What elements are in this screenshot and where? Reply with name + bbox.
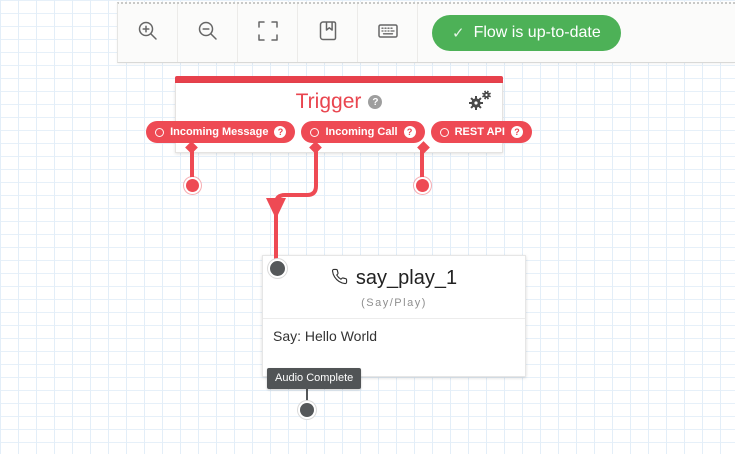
connector-circle-icon [439, 127, 449, 137]
zoom-out-button[interactable] [178, 4, 238, 62]
connector-circle-icon [155, 127, 165, 137]
phone-icon [331, 268, 348, 290]
fit-view-button[interactable] [238, 4, 298, 62]
flow-status-button[interactable]: ✓ Flow is up-to-date [432, 15, 621, 51]
trigger-rest-api-pill[interactable]: REST API ? [430, 121, 532, 143]
keyboard-shortcuts-button[interactable] [358, 4, 418, 62]
audio-complete-label: Audio Complete [267, 368, 362, 389]
settings-gears-icon[interactable] [467, 89, 493, 118]
trigger-title: Trigger [295, 90, 362, 113]
incoming-message-port[interactable] [185, 178, 199, 192]
widget-title: say_play_1 [355, 267, 458, 289]
zoom-in-icon [136, 19, 160, 48]
canvas-toolbar: ✓ Flow is up-to-date [117, 2, 735, 63]
fit-view-icon [256, 19, 280, 48]
divider [263, 318, 525, 319]
trigger-widget[interactable]: Trigger ? [146, 83, 532, 153]
help-icon[interactable]: ? [510, 126, 523, 138]
zoom-out-icon [196, 19, 220, 48]
connector-circle-icon [310, 127, 320, 137]
trigger-accent-bar [175, 76, 503, 83]
audio-complete-port[interactable] [300, 403, 314, 417]
say-play-widget[interactable]: say_play_1 (Say/Play) Say: Hello World [262, 255, 526, 377]
rest-api-port[interactable] [415, 178, 429, 192]
trigger-incoming-call-pill[interactable]: Incoming Call ? [301, 121, 425, 143]
trigger-help-icon[interactable]: ? [368, 95, 383, 109]
widget-type-label: (Say/Play) [361, 297, 427, 309]
widget-say-text: Say: Hello World [273, 328, 378, 344]
help-icon[interactable]: ? [403, 126, 416, 138]
pill-label: Incoming Call [325, 126, 398, 138]
help-icon[interactable]: ? [274, 126, 287, 138]
pill-label: REST API [454, 126, 505, 138]
zoom-in-button[interactable] [118, 4, 178, 62]
check-icon: ✓ [452, 25, 465, 42]
say-play-input-port[interactable] [269, 260, 285, 276]
flow-status-label: Flow is up-to-date [473, 24, 601, 41]
pill-label: Incoming Message [170, 126, 269, 138]
library-button[interactable] [298, 4, 358, 62]
trigger-incoming-message-pill[interactable]: Incoming Message ? [146, 121, 296, 143]
keyboard-icon [376, 19, 400, 48]
library-book-icon [316, 19, 340, 48]
